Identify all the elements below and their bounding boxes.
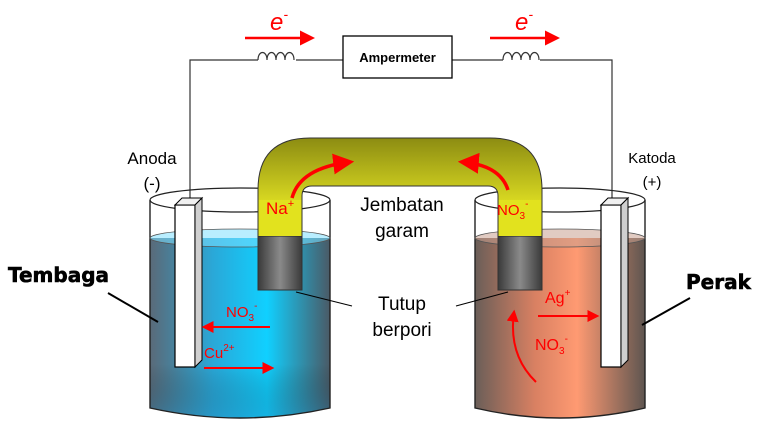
right-nitrate-flow: NO3- [506, 309, 568, 383]
porous-plug-label-line1: Tutup [378, 294, 426, 315]
bridge-nitrate-ion: NO3- [497, 199, 528, 222]
porous-plug-pointer-left [295, 291, 353, 307]
left-nitrate-flow: NO3- [201, 301, 270, 333]
right-nitrate-ion: NO3- [535, 334, 568, 357]
left-beaker-glass [149, 200, 331, 419]
wire-coil-right [502, 51, 540, 61]
bridge-sodium-ion: Na+ [266, 198, 294, 218]
left-metal-label: Tembaga [8, 263, 109, 287]
anode-sign: (-) [144, 174, 161, 193]
porous-plug-pointer-right [455, 291, 509, 307]
right-silver-ion: Ag+ [545, 288, 571, 307]
electron-left-label: e- [270, 6, 288, 36]
left-copper-flow: Cu2+ [204, 343, 275, 374]
cathode-label: Katoda [628, 150, 676, 167]
salt-bridge-label-line2: garam [375, 221, 429, 242]
right-beaker-glass [474, 200, 646, 419]
bridge-arrow-right [457, 152, 510, 191]
salt-bridge-label-line1: Jembatan [360, 195, 443, 216]
anode-label: Anoda [127, 149, 177, 168]
copper-electrode [173, 196, 204, 369]
right-metal-pointer [641, 297, 691, 326]
ammeter-box [342, 35, 453, 79]
ammeter: Ampermeter [342, 35, 453, 79]
left-metal-pointer [107, 292, 159, 323]
wire-coil-left [257, 51, 295, 61]
electron-flow-left: e- [245, 6, 315, 46]
right-metal-label: Perak [686, 270, 752, 294]
electron-flow-right: e- [490, 6, 560, 46]
porous-plug-label-line2: berpori [372, 320, 431, 341]
porous-plug-right [497, 235, 543, 291]
cathode-sign: (+) [643, 174, 662, 191]
silver-electrode [599, 196, 630, 369]
porous-plug-left [257, 235, 303, 291]
electron-right-label: e- [515, 6, 533, 36]
ammeter-label: Ampermeter [359, 50, 436, 65]
salt-bridge [257, 137, 543, 291]
right-silver-flow: Ag+ [538, 288, 600, 322]
bridge-arrow-left [290, 153, 355, 199]
left-nitrate-ion: NO3- [226, 301, 257, 324]
external-circuit-wire [189, 59, 613, 210]
left-copper-ion: Cu2+ [204, 343, 235, 362]
